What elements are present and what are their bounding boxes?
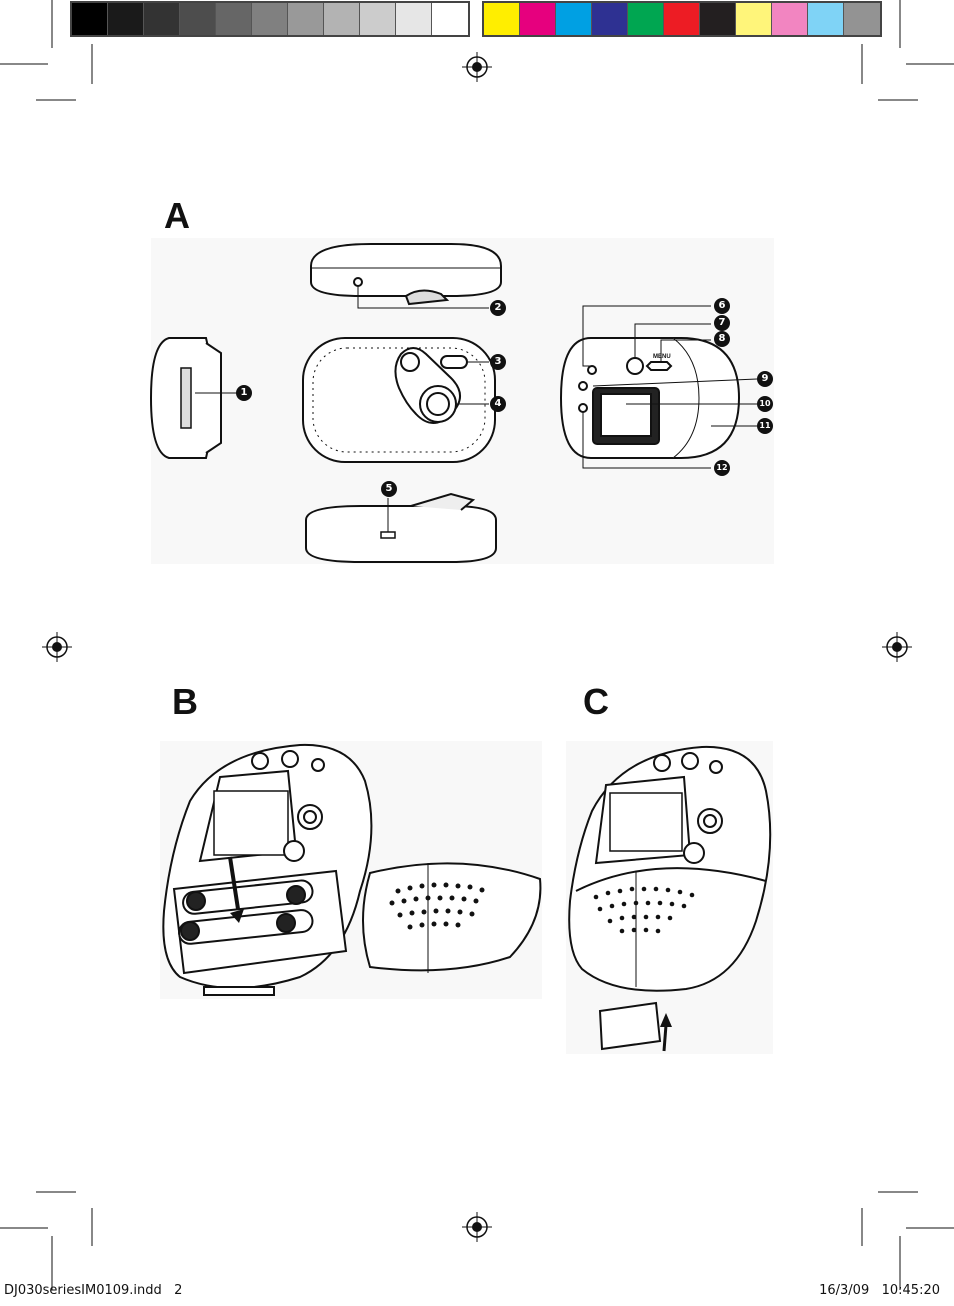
gray-swatch (360, 3, 396, 35)
color-swatch (592, 3, 628, 35)
registration-mark-bottom (462, 1212, 492, 1242)
gray-swatch (432, 3, 468, 35)
color-swatch-bar (482, 1, 882, 37)
grayscale-swatch-bar (70, 1, 470, 37)
figure-a-illustration (149, 243, 758, 563)
menu-label: MENU (653, 354, 671, 360)
callout-6: 6 (714, 298, 730, 314)
color-swatch (772, 3, 808, 35)
callout-5: 5 (381, 481, 397, 497)
registration-mark-left (42, 632, 72, 662)
callout-8: 8 (714, 331, 730, 347)
gray-swatch (288, 3, 324, 35)
color-swatch (628, 3, 664, 35)
footer-filename: DJ030seriesIM0109.indd 2 (4, 1283, 183, 1298)
color-swatch (844, 3, 880, 35)
callout-7: 7 (714, 315, 730, 331)
callout-10: 10 (757, 396, 773, 412)
gray-swatch (216, 3, 252, 35)
registration-mark-right (882, 632, 912, 662)
color-swatch (808, 3, 844, 35)
color-swatch (664, 3, 700, 35)
color-swatch (736, 3, 772, 35)
section-b-label: B (172, 681, 198, 722)
gray-swatch (180, 3, 216, 35)
color-swatch (700, 3, 736, 35)
callout-12: 12 (714, 460, 730, 476)
color-swatch (556, 3, 592, 35)
color-swatch (484, 3, 520, 35)
callout-4: 4 (490, 396, 506, 412)
callout-3: 3 (490, 354, 506, 370)
color-swatch (520, 3, 556, 35)
callout-1: 1 (236, 385, 252, 401)
registration-mark-top (462, 52, 492, 82)
footer-datetime: 16/3/09 10:45:20 (819, 1283, 940, 1298)
gray-swatch (144, 3, 180, 35)
gray-swatch (72, 3, 108, 35)
section-c-label: C (583, 681, 609, 722)
callout-2: 2 (490, 300, 506, 316)
figure-c-illustration (568, 745, 772, 1052)
gray-swatch (252, 3, 288, 35)
callout-11: 11 (757, 418, 773, 434)
section-a-label: A (164, 195, 190, 236)
figure-b-illustration (162, 743, 542, 996)
gray-swatch (324, 3, 360, 35)
gray-swatch (396, 3, 432, 35)
callout-9: 9 (757, 371, 773, 387)
gray-swatch (108, 3, 144, 35)
